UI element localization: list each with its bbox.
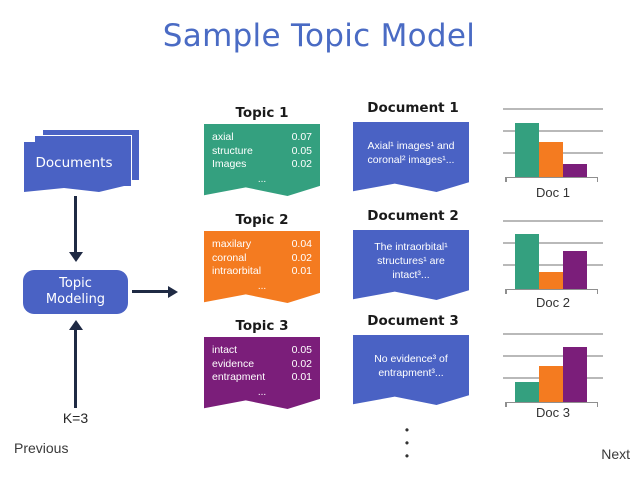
bar-group — [515, 326, 587, 402]
chart-doc-1 — [503, 100, 603, 182]
topic-ellipsis: ... — [257, 386, 267, 398]
ellipsis-dot: • — [404, 436, 410, 450]
topic-ellipsis: ... — [257, 173, 267, 185]
bar-group — [515, 213, 587, 289]
previous-button[interactable]: Previous — [14, 440, 69, 456]
topic-term: maxilary — [212, 238, 252, 250]
topic-1-heading: Topic 1 — [235, 105, 289, 121]
topic-term: intraorbital — [212, 265, 262, 277]
ellipsis-dots: • • • — [400, 424, 414, 463]
topic-weight: 0.05 — [291, 144, 312, 157]
ellipsis-dot: • — [404, 423, 410, 437]
gridline — [503, 333, 603, 335]
bar-topic-3 — [563, 163, 587, 177]
topic-row: intraorbital 0.01 — [212, 265, 312, 279]
bar-topic-3 — [563, 346, 587, 402]
topic-modeling-label-line2: Modeling — [45, 292, 106, 307]
document-1-heading: Document 1 — [367, 100, 459, 116]
topic-2-heading: Topic 2 — [235, 212, 289, 228]
document-2-box[interactable]: The intraorbital¹ structures¹ are intact… — [353, 230, 469, 300]
topic-term: coronal — [212, 251, 247, 264]
gridline — [503, 220, 603, 222]
topic-ellipsis: ... — [257, 280, 267, 292]
topic-term: evidence — [212, 357, 255, 370]
topic-term: intact — [212, 344, 238, 356]
gridline — [503, 355, 603, 357]
x-axis — [505, 401, 598, 407]
documents-label: Documents — [35, 155, 113, 171]
gridline — [503, 130, 603, 132]
topic-row: maxilary 0.04 — [212, 238, 312, 252]
topic-2-box[interactable]: maxilary 0.04 coronal 0.02 intraorbital … — [204, 231, 320, 303]
chart-doc-3-label: Doc 3 — [536, 405, 570, 420]
chart-doc-1-label: Doc 1 — [536, 185, 570, 200]
chart-doc-2-label: Doc 2 — [536, 295, 570, 310]
topic-row: Images 0.02 — [212, 158, 312, 172]
documents-card-front — [24, 142, 124, 192]
topic-weight: 0.02 — [291, 158, 312, 170]
bar-topic-2 — [539, 365, 563, 402]
next-button[interactable]: Next — [601, 446, 630, 462]
topic-weight: 0.01 — [291, 371, 312, 383]
document-1-box[interactable]: Axial¹ images¹ and coronal² images¹... — [353, 122, 469, 192]
chart-doc-3 — [503, 325, 603, 407]
topic-weight: 0.02 — [291, 251, 312, 264]
topic-row: evidence 0.02 — [212, 358, 312, 372]
document-3-box[interactable]: No evidence³ of entrapment³... — [353, 335, 469, 405]
topic-1-box[interactable]: axial 0.07 structure 0.05 Images 0.02 ..… — [204, 124, 320, 196]
topic-3-heading: Topic 3 — [235, 318, 289, 334]
topic-modeling-label-line1: Topic — [59, 276, 92, 291]
topic-row: entrapment 0.01 — [212, 371, 312, 385]
topic-modeling-box[interactable]: Topic Modeling — [23, 270, 128, 314]
document-3-text: No evidence³ of entrapment³... — [374, 353, 448, 379]
bar-topic-2 — [539, 271, 563, 289]
bar-topic-1 — [515, 381, 539, 402]
bar-topic-3 — [563, 250, 587, 289]
bar-topic-1 — [515, 122, 539, 177]
topic-term: axial — [212, 131, 234, 143]
topic-term: structure — [212, 144, 253, 157]
topic-row: intact 0.05 — [212, 344, 312, 358]
topic-term: entrapment — [212, 371, 266, 383]
x-axis — [505, 288, 598, 294]
topic-row: coronal 0.02 — [212, 252, 312, 266]
gridline — [503, 264, 603, 266]
topic-term: Images — [212, 158, 247, 170]
ellipsis-dot: • — [404, 449, 410, 463]
topic-3-box[interactable]: intact 0.05 evidence 0.02 entrapment 0.0… — [204, 337, 320, 409]
bar-topic-1 — [515, 233, 539, 289]
document-2-text: The intraorbital¹ structures¹ are intact… — [374, 241, 448, 281]
topic-row: axial 0.07 — [212, 131, 312, 145]
chart-doc-2 — [503, 212, 603, 294]
topic-weight: 0.02 — [291, 357, 312, 370]
document-3-heading: Document 3 — [367, 313, 459, 329]
bar-topic-2 — [539, 141, 563, 177]
gridline — [503, 108, 603, 110]
topic-weight: 0.01 — [291, 265, 312, 277]
documents-stack: Documents — [22, 129, 140, 192]
document-1-text: Axial¹ images¹ and coronal² images¹... — [367, 140, 455, 166]
x-axis — [505, 176, 598, 182]
topic-row: structure 0.05 — [212, 145, 312, 159]
document-2-heading: Document 2 — [367, 208, 459, 224]
topic-weight: 0.07 — [291, 131, 312, 143]
k-value-label: K=3 — [62, 410, 89, 426]
gridline — [503, 242, 603, 244]
topic-weight: 0.05 — [291, 344, 312, 356]
page-title: Sample Topic Model — [162, 18, 476, 54]
bar-group — [515, 101, 587, 177]
topic-weight: 0.04 — [291, 238, 312, 250]
